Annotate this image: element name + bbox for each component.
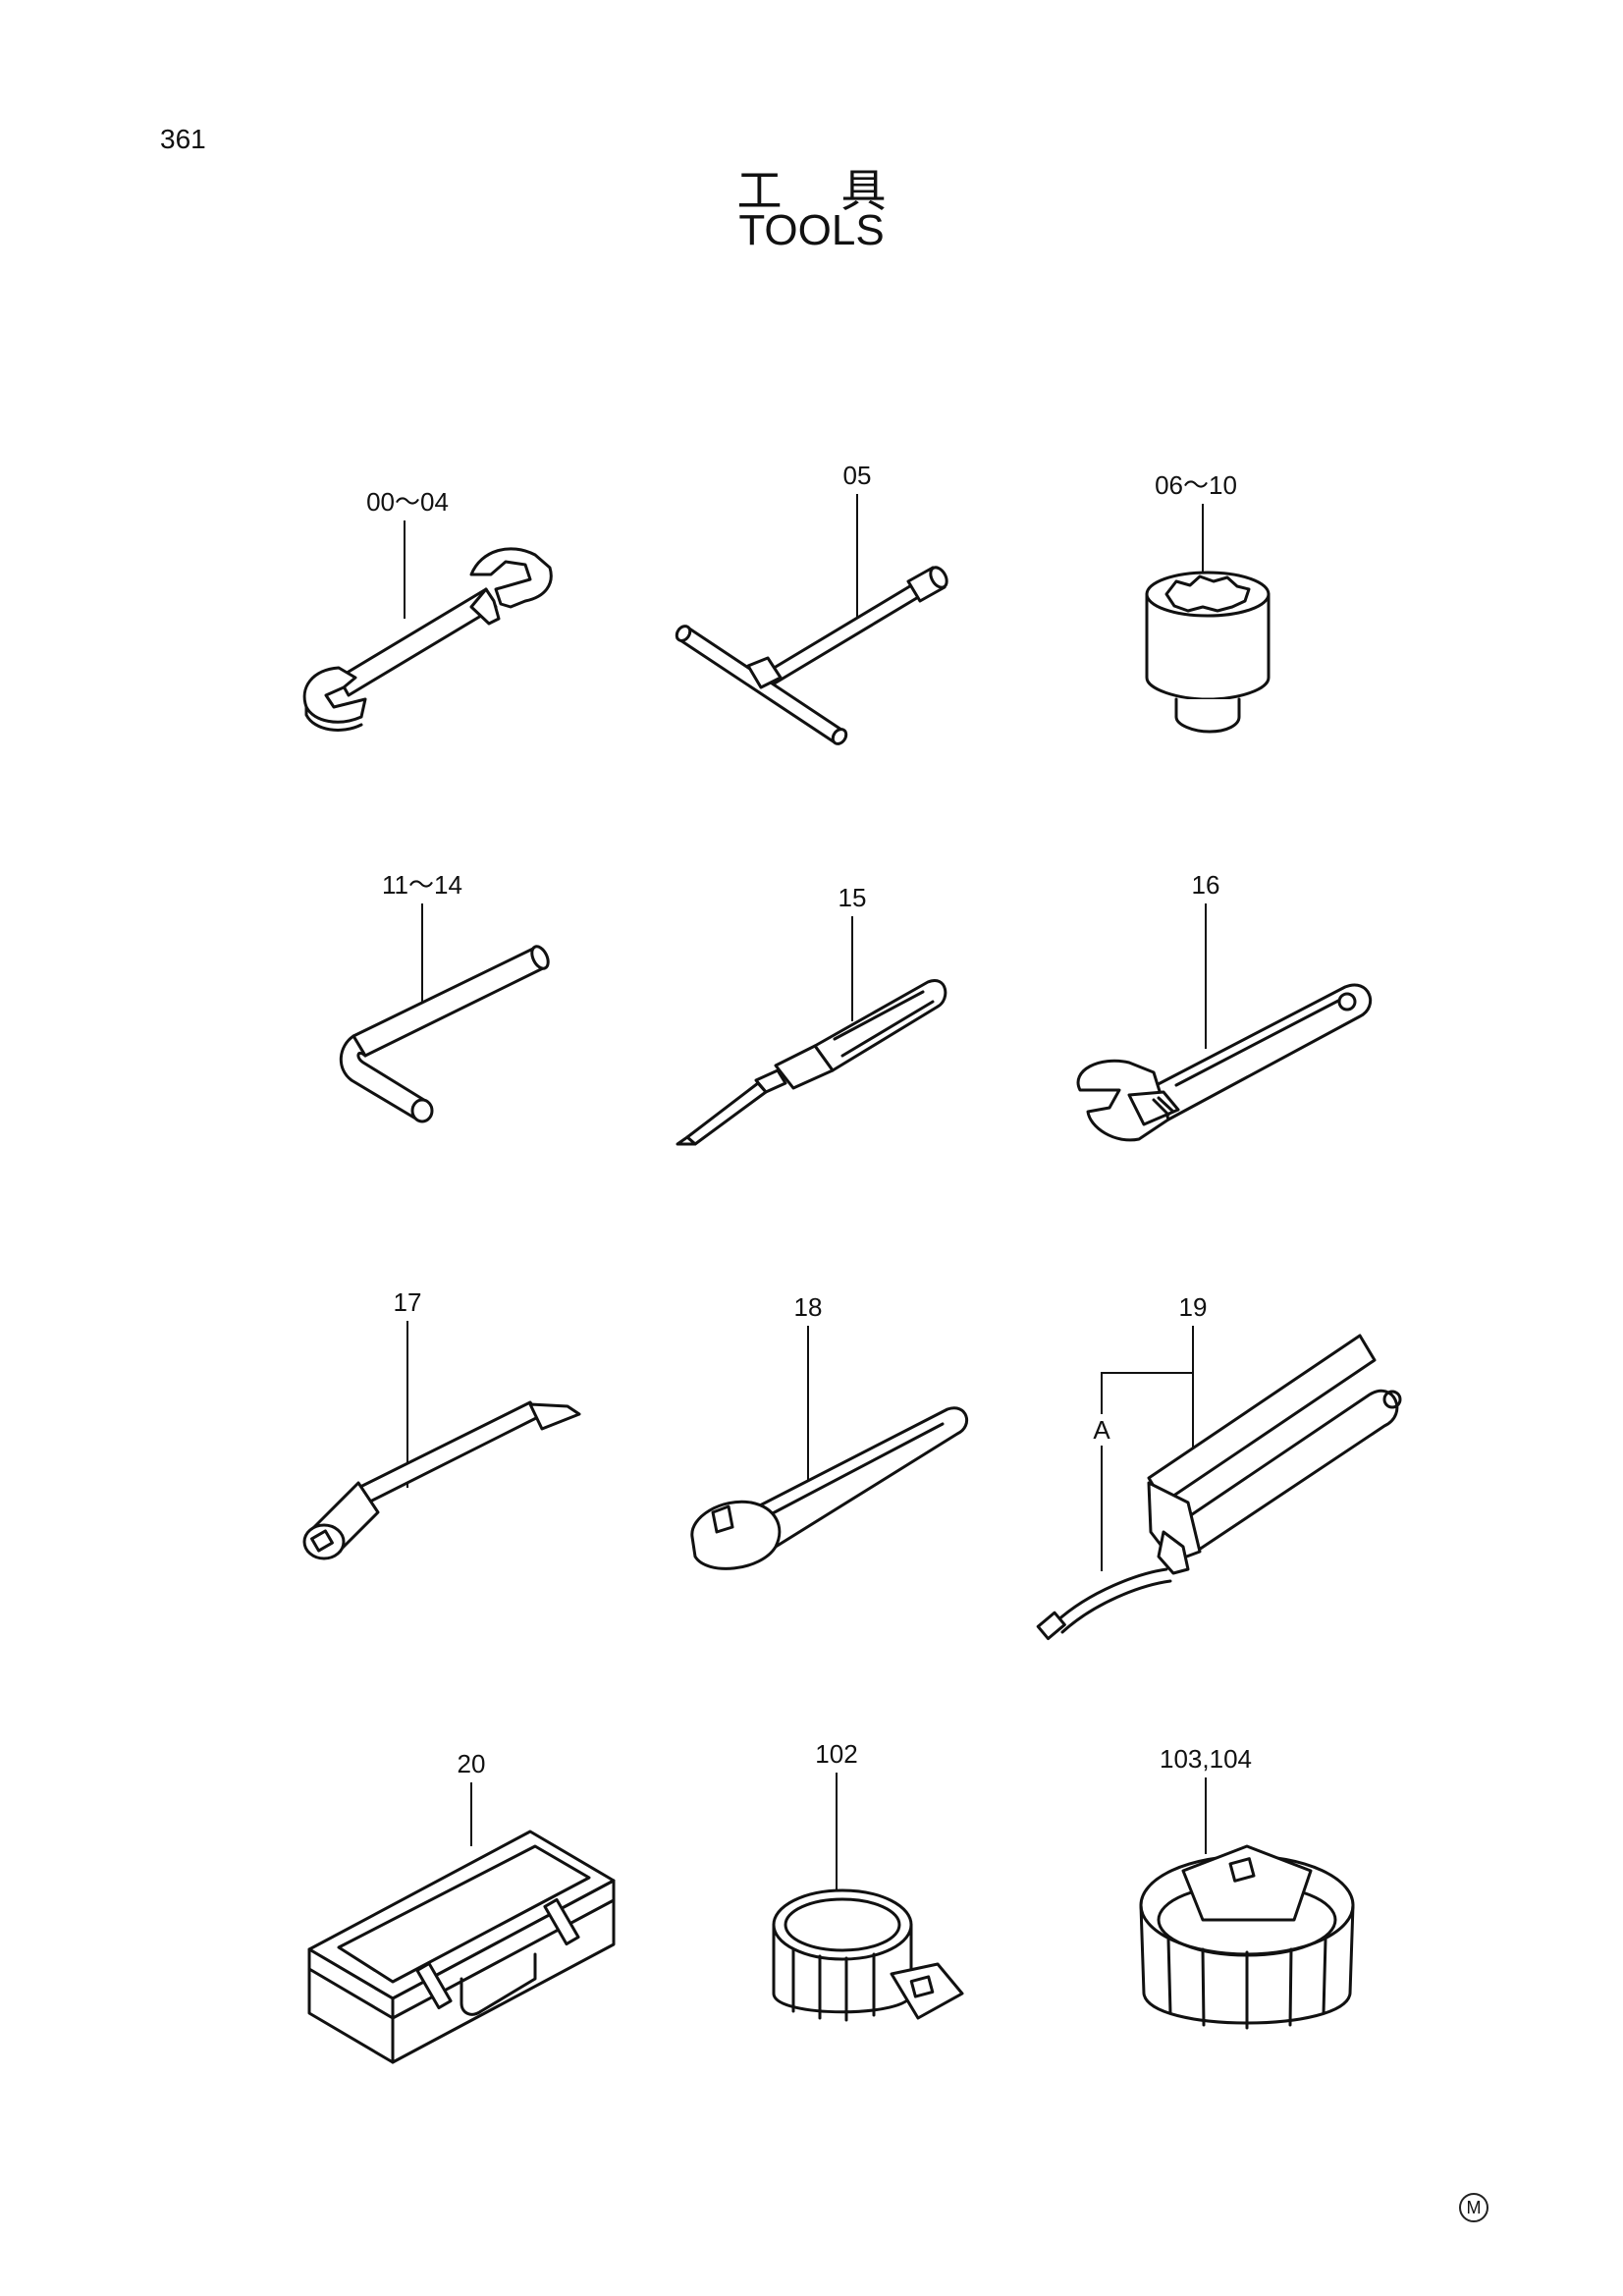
part-label: 15 — [839, 883, 867, 912]
grease-gun-icon — [1036, 1334, 1402, 1641]
extension-bar-icon — [302, 1400, 581, 1560]
part-label: 102 — [815, 1739, 857, 1769]
part-label: 16 — [1192, 870, 1220, 900]
socket-icon — [1145, 571, 1271, 734]
part-label: 05 — [843, 461, 872, 490]
page-title-japanese: 工具 — [736, 164, 946, 217]
page-number: 361 — [160, 124, 206, 154]
hex-key-icon — [339, 945, 550, 1123]
leader-line — [1101, 1326, 1194, 1414]
manufacturer-mark: M — [1459, 2193, 1488, 2222]
part-label: 19 — [1179, 1292, 1208, 1322]
callout-a-label: A — [1093, 1415, 1110, 1445]
part-label: 103,104 — [1160, 1744, 1252, 1774]
part-06-10: 06～10 — [1145, 470, 1271, 734]
tool-case-icon — [307, 1830, 616, 2064]
part-label: 06～10 — [1155, 470, 1237, 500]
part-11-14: 11～14 — [339, 870, 550, 1123]
part-label: 20 — [458, 1749, 486, 1778]
adjustable-wrench-icon — [1076, 983, 1373, 1142]
part-05: 05 — [675, 461, 948, 745]
part-label: 11～14 — [382, 870, 462, 900]
filter-wrench-cap-icon — [1139, 1844, 1355, 2030]
part-00-04: 00～04 — [302, 487, 553, 732]
part-20: 20 — [307, 1749, 616, 2064]
part-103-104: 103,104 — [1139, 1744, 1355, 2030]
part-19: 19 A — [1036, 1292, 1402, 1641]
filter-wrench-strap-icon — [772, 1888, 964, 2022]
part-label: 18 — [794, 1292, 823, 1322]
part-15: 15 — [676, 883, 947, 1146]
part-16: 16 — [1076, 870, 1373, 1142]
ratchet-handle-icon — [690, 1406, 968, 1570]
part-102: 102 — [772, 1739, 964, 2022]
part-17: 17 — [302, 1287, 581, 1560]
part-18: 18 — [690, 1292, 968, 1570]
page-title-english: TOOLS — [738, 206, 885, 254]
part-label: 17 — [394, 1287, 422, 1317]
part-label: 00～04 — [366, 487, 449, 517]
open-end-wrench-icon — [302, 547, 553, 732]
t-handle-socket-wrench-icon — [675, 566, 948, 745]
screwdriver-icon — [676, 979, 947, 1146]
